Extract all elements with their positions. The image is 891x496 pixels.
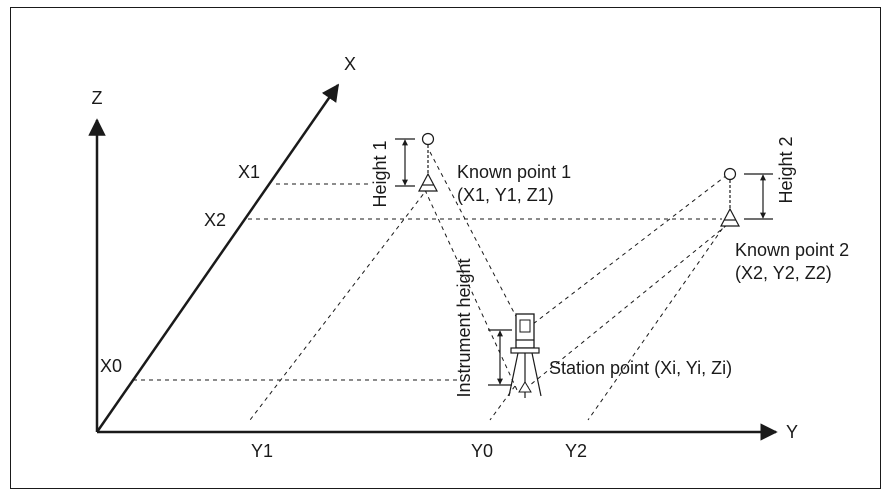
- y2-label: Y2: [565, 441, 587, 461]
- known-point-2-coords: (X2, Y2, Z2): [735, 263, 832, 283]
- y1-projection-line: [249, 187, 429, 421]
- x1-label: X1: [238, 162, 260, 182]
- y0-label: Y0: [471, 441, 493, 461]
- known-point-1-marker: [418, 132, 438, 192]
- instrument-height-label: Instrument height: [454, 258, 474, 397]
- height-2-dimension: [744, 173, 773, 220]
- y1-label: Y1: [251, 441, 273, 461]
- diagram-frame: [10, 7, 881, 489]
- known-point-1-label: Known point 1: [457, 162, 571, 182]
- sight-line-point-2: [532, 174, 728, 325]
- x0-label: X0: [100, 356, 122, 376]
- height-1-label: Height 1: [370, 140, 390, 207]
- known-point-1-coords: (X1, Y1, Z1): [457, 185, 554, 205]
- y2-projection-line: [587, 221, 728, 421]
- y-axis-label: Y: [786, 422, 798, 442]
- sight-line-point-1: [429, 151, 521, 325]
- x-axis-label: X: [344, 54, 356, 74]
- height-1-dimension: [395, 138, 415, 187]
- ground-line-point-2: [523, 224, 728, 391]
- x2-label: X2: [204, 210, 226, 230]
- station-point-label: Station point (Xi, Yi, Zi): [549, 358, 732, 378]
- y0-projection-line: [489, 385, 516, 421]
- known-point-2-label: Known point 2: [735, 240, 849, 260]
- height-2-label: Height 2: [776, 136, 796, 203]
- instrument-height-dimension: [488, 329, 512, 386]
- x-axis: [95, 83, 340, 433]
- known-point-2-marker: [720, 167, 740, 227]
- z-axis-label: Z: [92, 88, 103, 108]
- total-station-icon: [508, 313, 542, 398]
